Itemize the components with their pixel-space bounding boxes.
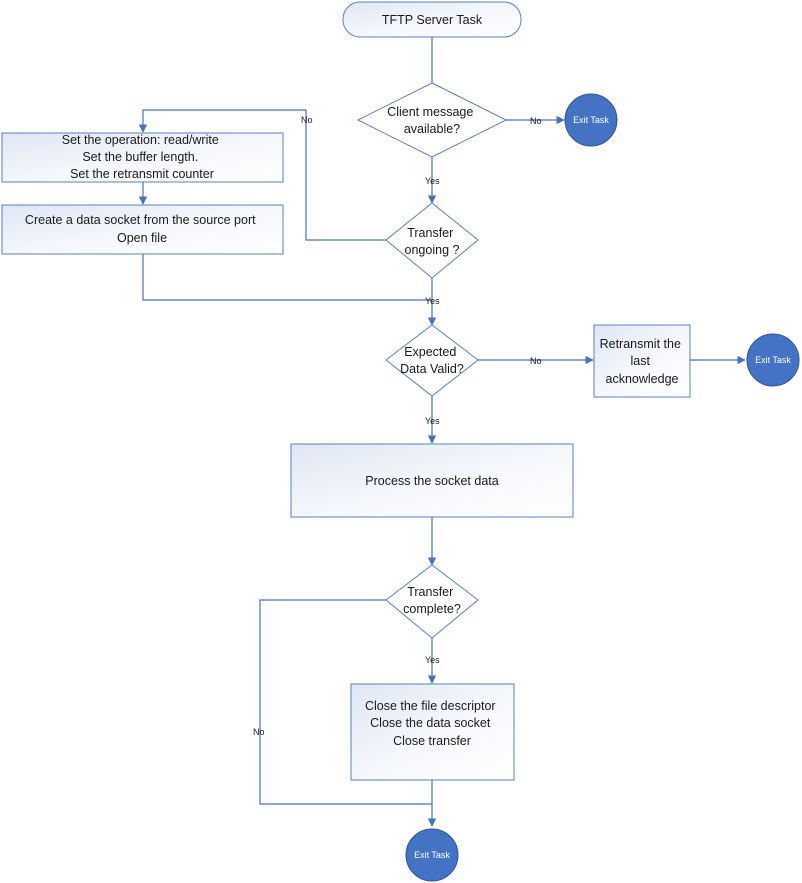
box-socket-label: Create a data socket from the source por…: [25, 213, 259, 245]
label-no-client: No: [530, 116, 542, 126]
box-retransmit-label: Retransmit the last acknowledge: [600, 337, 685, 386]
start-node: TFTP Server Task: [342, 1, 522, 38]
decision-expected-data: Expected Data Valid?: [385, 324, 479, 397]
exit-node-1: Exit Task: [564, 93, 618, 147]
edge-labels: No Yes No Yes No Yes Yes No: [253, 115, 542, 737]
decision-expected-label: Expected Data Valid?: [400, 345, 464, 376]
exit-label-3: Exit Task: [414, 850, 450, 860]
label-no-complete: No: [253, 727, 265, 737]
label-yes-complete: Yes: [425, 655, 440, 665]
start-label: TFTP Server Task: [382, 13, 483, 27]
label-yes-transfer: Yes: [425, 296, 440, 306]
box-process-label: Process the socket data: [365, 474, 498, 488]
exit-node-2: Exit Task: [746, 333, 800, 387]
exit-node-3: Exit Task: [405, 828, 459, 882]
connectors: [138, 37, 746, 827]
label-no-transfer: No: [301, 115, 313, 125]
exit-label-1: Exit Task: [573, 115, 609, 125]
box-retransmit: Retransmit the last acknowledge: [593, 324, 691, 398]
edge-transfer-no: [138, 109, 386, 241]
box-process-socket-data: Process the socket data: [290, 443, 574, 518]
label-yes-client: Yes: [425, 176, 440, 186]
box-setup-label: Set the operation: read/write Set the bu…: [62, 133, 223, 181]
decision-transfer-ongoing: Transfer ongoing ?: [385, 202, 479, 279]
box-create-socket: Create a data socket from the source por…: [1, 204, 284, 255]
label-yes-expected: Yes: [425, 416, 440, 426]
exit-label-2: Exit Task: [755, 355, 791, 365]
box-close-label: Close the file descriptor Close the data…: [365, 699, 499, 748]
edge-complete-no: [259, 599, 432, 805]
decision-client-label: Client message available?: [387, 105, 477, 136]
edge-socket-merge: [142, 254, 432, 301]
decision-complete-label: Transfer complete?: [403, 585, 461, 616]
box-close-transfer: Close the file descriptor Close the data…: [350, 683, 515, 781]
box-setup-operation: Set the operation: read/write Set the bu…: [1, 132, 284, 183]
decision-transfer-complete: Transfer complete?: [385, 564, 479, 639]
label-no-expected: No: [530, 356, 542, 366]
decision-client-message: Client message available?: [356, 82, 508, 158]
decision-transfer-label: Transfer ongoing ?: [405, 226, 460, 257]
